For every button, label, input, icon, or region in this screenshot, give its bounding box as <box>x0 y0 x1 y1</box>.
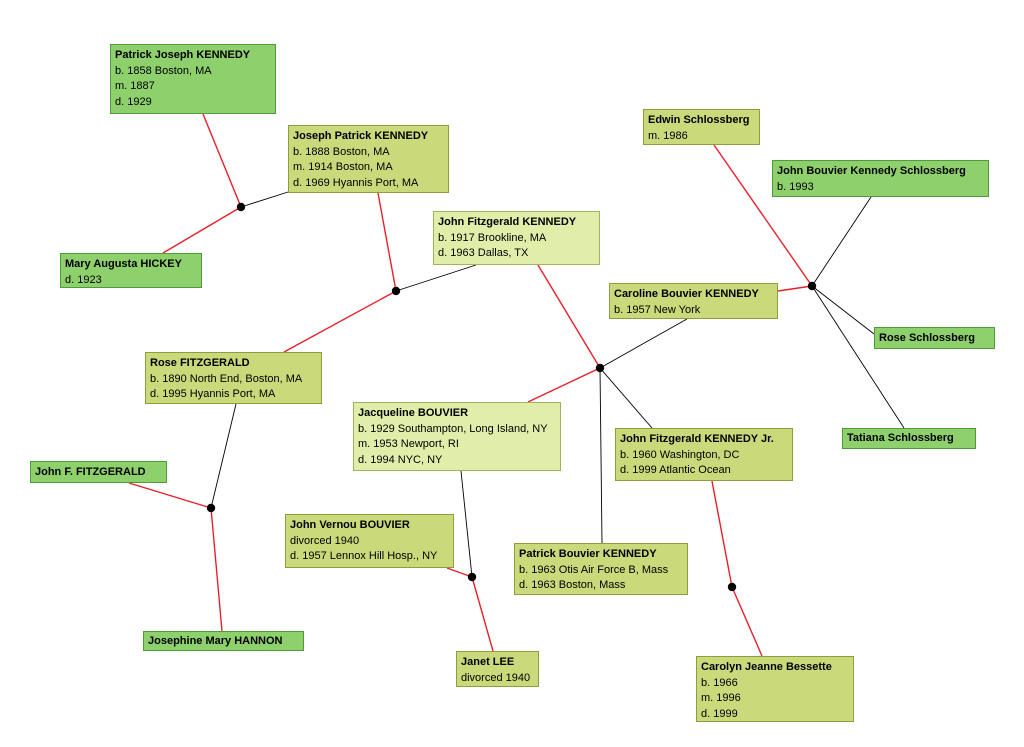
person-detail: m. 1914 Boston, MA <box>293 161 393 173</box>
person-detail: d. 1969 Hyannis Port, MA <box>293 176 419 189</box>
person-name: Josephine Mary HANNON <box>148 635 283 647</box>
person-detail: d. 1994 NYC, NY <box>358 453 443 466</box>
spouse-line <box>777 285 813 292</box>
person-john-fitzgerald-kennedy[interactable]: John Fitzgerald KENNEDY b. 1917 Brooklin… <box>433 211 600 265</box>
person-joseph-patrick-kennedy[interactable]: Joseph Patrick KENNEDY b. 1888 Boston, M… <box>288 125 449 193</box>
person-detail: divorced 1940 <box>290 534 360 547</box>
spouse-line <box>713 144 813 287</box>
person-detail: divorced 1940 <box>461 671 531 684</box>
person-detail: b. 1929 Southampton, Long Island, NY <box>358 422 548 435</box>
person-name: John Fitzgerald KENNEDY <box>438 216 577 228</box>
person-rose-fitzgerald[interactable]: Rose FITZGERALD b. 1890 North End, Bosto… <box>145 352 322 404</box>
family-junction-dot <box>467 572 477 582</box>
person-name: John Fitzgerald KENNEDY Jr. <box>620 433 774 445</box>
person-name: Patrick Joseph KENNEDY <box>115 49 251 61</box>
person-carolyn-jeanne-bessette[interactable]: Carolyn Jeanne Bessette b. 1966 m. 1996 … <box>696 656 854 722</box>
spouse-line <box>446 567 473 578</box>
person-jacqueline-bouvier[interactable]: Jacqueline BOUVIER b. 1929 Southampton, … <box>353 402 561 471</box>
spouse-line <box>283 290 397 353</box>
family-junction-dot <box>391 286 401 296</box>
person-name: Edwin Schlossberg <box>648 114 750 126</box>
person-name: Mary Augusta HICKEY <box>65 258 182 270</box>
person-detail: d. 1999 <box>701 707 738 720</box>
spouse-line <box>128 482 212 509</box>
family-junction-dot <box>807 281 817 291</box>
child-line <box>811 285 875 335</box>
person-patrick-joseph-kennedy[interactable]: Patrick Joseph KENNEDY b. 1858 Boston, M… <box>110 44 276 114</box>
child-line <box>599 367 653 429</box>
person-detail: d. 1963 Boston, Mass <box>519 579 626 591</box>
person-rose-schlossberg[interactable]: Rose Schlossberg <box>874 327 995 349</box>
child-line <box>599 367 603 544</box>
family-junction-dot <box>595 363 605 373</box>
person-detail: b. 1966 <box>701 676 738 689</box>
person-name: Carolyn Jeanne Bessette <box>701 661 832 673</box>
person-janet-lee[interactable]: Janet LEE divorced 1940 <box>456 651 539 687</box>
person-detail: d. 1995 Hyannis Port, MA <box>150 388 276 400</box>
person-name: Rose FITZGERALD <box>150 357 250 369</box>
person-jfk-jr[interactable]: John Fitzgerald KENNEDY Jr. b. 1960 Wash… <box>615 428 793 481</box>
person-detail: m. 1986 <box>648 129 688 142</box>
spouse-line <box>731 586 763 657</box>
person-detail: m. 1887 <box>115 80 155 92</box>
spouse-line <box>377 192 397 292</box>
family-junction-dot <box>206 503 216 513</box>
child-line <box>240 191 289 208</box>
person-name: John F. FITZGERALD <box>35 466 146 478</box>
person-detail: b. 1890 North End, Boston, MA <box>150 372 303 385</box>
person-detail: b. 1963 Otis Air Force B, Mass <box>519 563 669 576</box>
person-detail: b. 1888 Boston, MA <box>293 145 390 158</box>
person-name: Joseph Patrick KENNEDY <box>293 130 429 142</box>
spouse-line <box>537 264 601 369</box>
child-line <box>395 264 477 292</box>
child-line <box>599 318 688 369</box>
person-tatiana-schlossberg[interactable]: Tatiana Schlossberg <box>842 428 976 449</box>
child-line <box>210 403 237 509</box>
family-junction-dot <box>236 202 246 212</box>
spouse-line <box>162 206 242 254</box>
child-line <box>811 285 905 429</box>
spouse-line <box>527 367 601 403</box>
spouse-line <box>202 113 242 208</box>
person-detail: d. 1923 <box>65 273 102 286</box>
person-name: Jacqueline BOUVIER <box>358 407 469 419</box>
person-edwin-schlossberg[interactable]: Edwin Schlossberg m. 1986 <box>643 109 760 145</box>
person-name: Janet LEE <box>461 656 515 668</box>
spouse-line <box>471 576 494 652</box>
family-junction-dot <box>727 582 737 592</box>
person-name: John Vernou BOUVIER <box>290 519 410 531</box>
person-detail: d. 1957 Lennox Hill Hosp., NY <box>290 550 438 562</box>
child-line <box>811 196 872 287</box>
person-detail: d. 1963 Dallas, TX <box>438 247 529 259</box>
person-john-bouvier-kennedy-schlossberg[interactable]: John Bouvier Kennedy Schlossberg b. 1993 <box>772 160 989 197</box>
person-detail: m. 1953 Newport, RI <box>358 438 459 450</box>
person-detail: d. 1999 Atlantic Ocean <box>620 464 731 476</box>
person-caroline-bouvier-kennedy[interactable]: Caroline Bouvier KENNEDY b. 1957 New Yor… <box>609 283 778 319</box>
person-name: Patrick Bouvier KENNEDY <box>519 548 657 560</box>
spouse-line <box>210 507 223 632</box>
spouse-line <box>711 480 733 588</box>
person-john-f-fitzgerald[interactable]: John F. FITZGERALD <box>30 461 167 483</box>
person-detail: b. 1858 Boston, MA <box>115 64 212 77</box>
person-patrick-bouvier-kennedy[interactable]: Patrick Bouvier KENNEDY b. 1963 Otis Air… <box>514 543 688 595</box>
person-josephine-mary-hannon[interactable]: Josephine Mary HANNON <box>143 631 304 651</box>
person-john-vernou-bouvier[interactable]: John Vernou BOUVIER divorced 1940 d. 195… <box>285 514 454 568</box>
child-line <box>460 470 473 578</box>
person-name: Tatiana Schlossberg <box>847 432 954 444</box>
person-detail: d. 1929 <box>115 95 152 108</box>
person-name: Caroline Bouvier KENNEDY <box>614 288 759 300</box>
person-detail: b. 1960 Washington, DC <box>620 448 740 461</box>
person-detail: b. 1917 Brookline, MA <box>438 231 547 244</box>
person-detail: b. 1957 New York <box>614 303 701 316</box>
person-detail: m. 1996 <box>701 692 741 704</box>
person-name: John Bouvier Kennedy Schlossberg <box>777 165 966 177</box>
person-name: Rose Schlossberg <box>879 332 975 344</box>
person-mary-augusta-hickey[interactable]: Mary Augusta HICKEY d. 1923 <box>60 253 202 288</box>
person-detail: b. 1993 <box>777 180 814 193</box>
